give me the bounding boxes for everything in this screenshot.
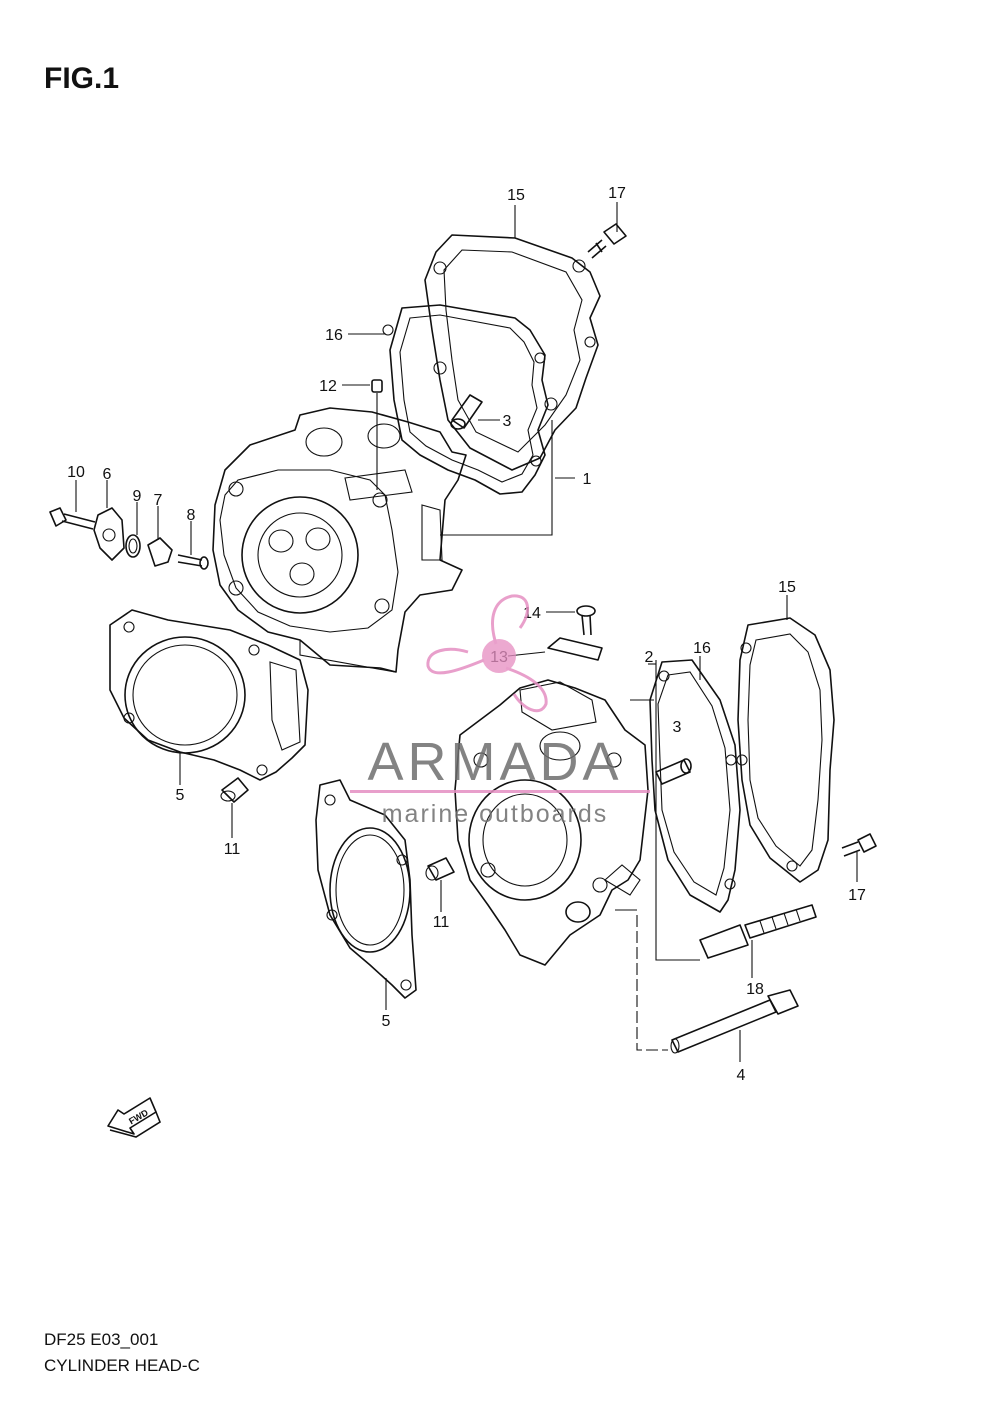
callout-4: 4 [737,1067,746,1084]
callout-12: 12 [319,378,337,395]
section-name: CYLINDER HEAD-C [44,1356,200,1375]
cylinder-head-lower [454,679,649,966]
bolt-10 [49,507,96,530]
dowel-pin-upper [450,394,483,430]
cover-gasket-upper [382,304,549,495]
cylinder-head-upper [212,407,467,673]
propeller-icon [426,594,548,713]
callout-15-upper: 15 [507,187,525,204]
callout-16-upper: 16 [325,327,343,344]
screw-14 [576,605,596,636]
head-gasket-upper [109,609,309,785]
callout-11-lower: 11 [433,914,450,931]
head-cover-upper [424,234,601,471]
forward-direction-arrow-icon: FWD [107,1097,161,1138]
collar-7 [147,537,173,567]
dowel-11-upper [220,777,249,838]
callout-9: 9 [133,488,142,505]
cover-gasket-lower [649,659,741,913]
dowel-pin-lower [655,758,692,785]
armada-watermark-logo: ARMADA marine outboards [350,594,650,828]
head-bolt-4 [670,989,799,1062]
callout-18: 18 [746,981,764,998]
callout-2: 2 [645,649,654,666]
o-ring-9 [125,534,141,558]
callout-7: 7 [154,492,163,509]
callout-3-lower: 3 [673,719,682,736]
screw-8 [177,554,209,570]
head-gasket-lower [315,779,417,1010]
callout-8: 8 [187,507,196,524]
tensioner-6 [93,507,125,561]
dowel-11-lower [425,857,455,912]
callout-17-upper: 17 [608,185,626,202]
bolt-17-upper [587,223,627,259]
plate-13 [507,637,603,661]
head-cover-lower [736,617,835,883]
callout-17-lower: 17 [848,887,866,904]
watermark-tagline: marine outboards [382,800,609,828]
callout-5-lower: 5 [382,1013,391,1030]
callout-6: 6 [103,466,112,483]
model-code: DF25 E03_001 [44,1330,159,1349]
watermark-brand: ARMADA [367,732,622,792]
callout-3-upper: 3 [503,413,512,430]
figure-title: FIG.1 [44,62,120,95]
bolt-17-lower [841,833,877,882]
plug-12 [371,379,383,490]
callout-10: 10 [67,464,85,481]
callout-15-lower: 15 [778,579,796,596]
callout-16-lower: 16 [693,640,711,657]
watermark-underline [350,790,650,793]
callout-11-upper: 11 [224,841,241,858]
callout-1: 1 [583,471,592,488]
spark-plug-18 [699,904,817,978]
propeller-hub [482,639,516,673]
callout-5-upper: 5 [176,787,185,804]
